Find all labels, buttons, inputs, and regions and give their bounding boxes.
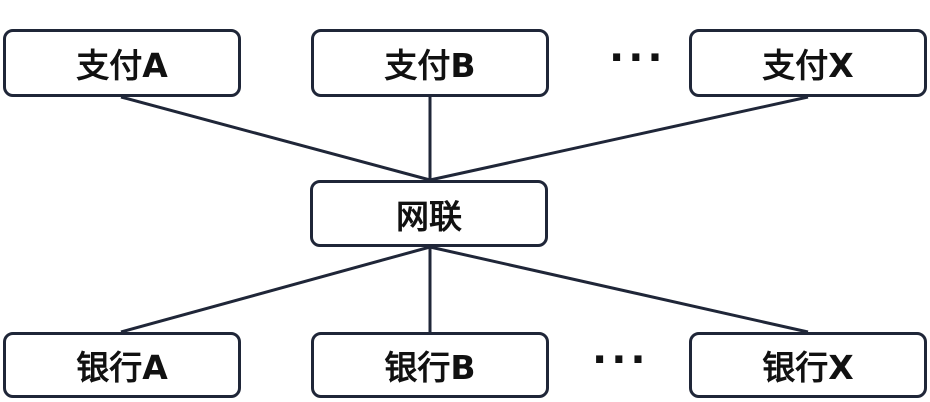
- payment-node-b: 支付B: [311, 29, 549, 97]
- payment-node-x: 支付X: [689, 29, 927, 97]
- connector-payment-x-to-hub: [429, 95, 809, 182]
- connector-hub-to-bank-x: [429, 245, 809, 334]
- bank-node-x: 银行X: [689, 332, 927, 398]
- bank-ellipsis: ···: [592, 337, 650, 383]
- connector-payment-a-to-hub: [120, 95, 431, 182]
- hub-node: 网联: [310, 180, 548, 247]
- payment-ellipsis: ···: [609, 35, 667, 81]
- connector-hub-to-bank-a: [120, 245, 431, 334]
- bank-node-b: 银行B: [311, 332, 549, 398]
- payment-node-a: 支付A: [3, 29, 241, 97]
- bank-node-a: 银行A: [3, 332, 241, 398]
